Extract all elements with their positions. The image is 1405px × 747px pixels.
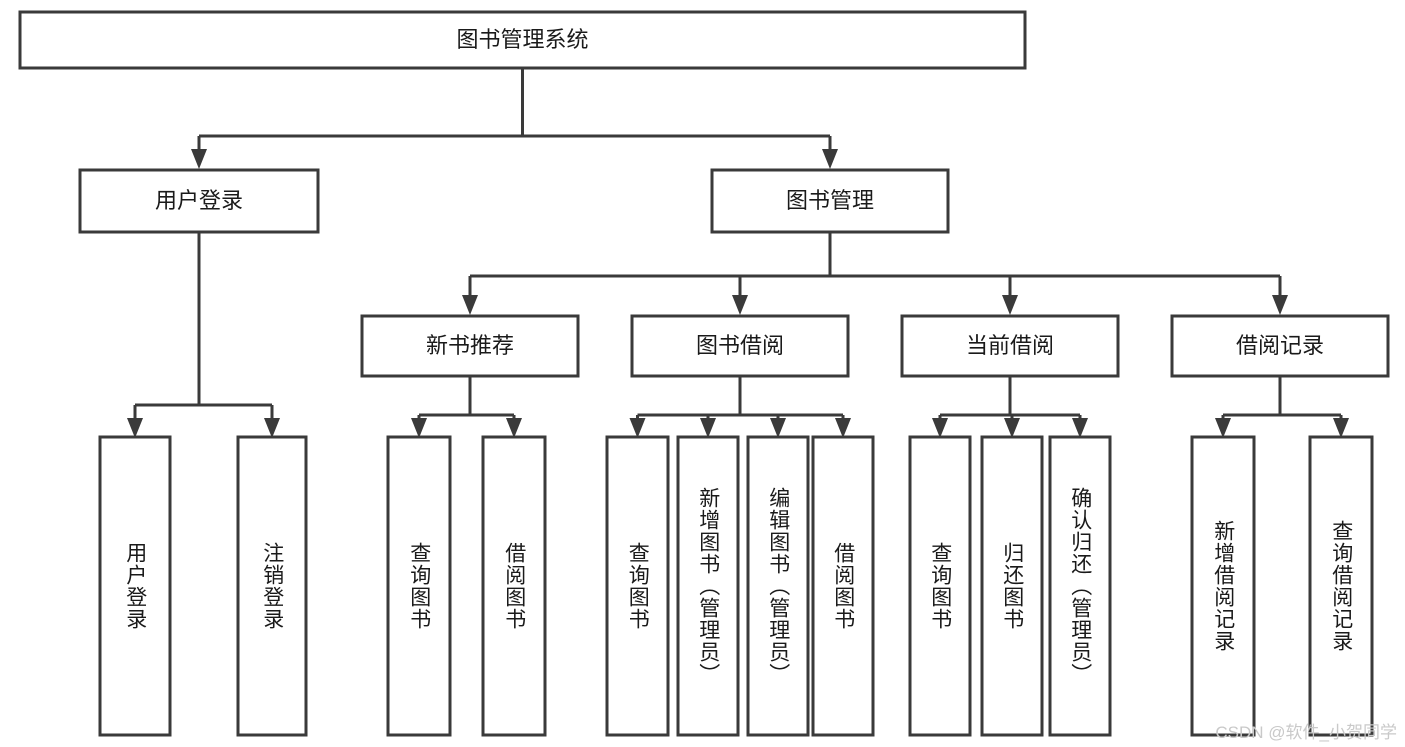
node-leaf-2-rect [386,435,452,737]
node-leaf-5-label-wrap: 新增图书（管理员） [696,487,720,685]
node-level2-1-label: 图书管理 [786,188,874,213]
arrow-head-icon [264,418,280,438]
node-leaf-4[interactable]: 查询图书 [605,435,670,737]
connector-layer [127,68,1349,438]
node-leaf-10[interactable]: 确认归还（管理员） [1048,435,1112,737]
node-leaf-7[interactable]: 借阅图书 [811,435,875,737]
node-leaf-6-label: 编辑图书（管理员） [766,487,790,685]
arrow-head-icon [732,295,748,315]
node-leaf-0-label: 用户登录 [123,542,147,630]
node-level3-3[interactable]: 借阅记录 [1170,314,1390,378]
node-leaf-6-label-wrap: 编辑图书（管理员） [766,487,790,685]
node-level2-0-rect [78,168,320,234]
node-leaf-12-rect [1308,435,1374,737]
node-layer: 图书管理系统用户登录图书管理新书推荐图书借阅当前借阅借阅记录用户登录注销登录查询… [18,10,1390,737]
node-level3-3-label: 借阅记录 [1236,333,1324,358]
arrow-head-icon [835,418,851,438]
node-leaf-12[interactable]: 查询借阅记录 [1308,435,1374,737]
node-level2-1-rect [710,168,950,234]
node-leaf-11-label-wrap: 新增借阅记录 [1211,520,1235,652]
node-leaf-8-label-wrap: 查询图书 [928,542,952,630]
arrow-head-icon [411,418,427,438]
node-leaf-10-label: 确认归还（管理员） [1068,487,1092,685]
arrow-head-icon [191,149,207,169]
node-level3-1-label: 图书借阅 [696,333,784,358]
node-leaf-4-label-wrap: 查询图书 [626,542,650,630]
node-leaf-0-rect [98,435,172,737]
node-leaf-11-rect [1190,435,1256,737]
arrow-head-icon [822,149,838,169]
arrow-head-icon [1215,418,1231,438]
node-leaf-1-label-wrap: 注销登录 [260,542,284,630]
node-leaf-0-label-wrap: 用户登录 [123,542,147,630]
node-level3-0[interactable]: 新书推荐 [360,314,580,378]
node-leaf-0[interactable]: 用户登录 [98,435,172,737]
node-leaf-11[interactable]: 新增借阅记录 [1190,435,1256,737]
node-level3-1-rect [630,314,850,378]
node-leaf-8-label: 查询图书 [928,542,952,630]
node-leaf-5-label: 新增图书（管理员） [696,487,720,685]
node-leaf-6[interactable]: 编辑图书（管理员） [746,435,810,737]
node-leaf-11-label: 新增借阅记录 [1211,520,1235,652]
node-level2-0[interactable]: 用户登录 [78,168,320,234]
arrow-head-icon [770,418,786,438]
node-level3-3-rect [1170,314,1390,378]
node-level3-0-label: 新书推荐 [426,333,514,358]
node-root[interactable]: 图书管理系统 [18,10,1027,70]
node-level2-1[interactable]: 图书管理 [710,168,950,234]
node-leaf-7-label-wrap: 借阅图书 [831,542,855,630]
node-leaf-3-label-wrap: 借阅图书 [502,542,526,630]
node-leaf-2[interactable]: 查询图书 [386,435,452,737]
arrow-head-icon [1333,418,1349,438]
arrow-head-icon [629,418,646,438]
node-leaf-7-label: 借阅图书 [831,542,855,630]
arrow-head-icon [127,418,143,438]
node-leaf-3-rect [481,435,547,737]
node-leaf-8-rect [908,435,972,737]
arrow-head-icon [1072,418,1088,438]
arrow-head-icon [506,418,522,438]
node-leaf-3[interactable]: 借阅图书 [481,435,547,737]
arrow-head-icon [700,418,716,438]
node-leaf-10-label-wrap: 确认归还（管理员） [1068,487,1092,685]
node-leaf-3-label: 借阅图书 [502,542,526,630]
node-level3-2-rect [900,314,1120,378]
node-level3-2-label: 当前借阅 [966,333,1054,358]
node-leaf-2-label: 查询图书 [407,542,431,630]
node-leaf-4-rect [605,435,670,737]
node-leaf-10-rect [1048,435,1112,737]
node-leaf-2-label-wrap: 查询图书 [407,542,431,630]
node-leaf-5[interactable]: 新增图书（管理员） [676,435,740,737]
node-root-rect [18,10,1027,70]
node-root-label: 图书管理系统 [456,27,588,52]
node-level3-0-rect [360,314,580,378]
arrow-head-icon [1002,295,1018,315]
node-level3-2[interactable]: 当前借阅 [900,314,1120,378]
node-leaf-9-label: 归还图书 [1000,542,1024,630]
node-leaf-8[interactable]: 查询图书 [908,435,972,737]
csdn-watermark: CSDN @软件_小贺同学 [1215,723,1397,742]
node-leaf-12-label: 查询借阅记录 [1329,520,1353,652]
node-leaf-5-rect [676,435,740,737]
arrow-head-icon [462,295,478,315]
node-leaf-6-rect [746,435,810,737]
node-leaf-9-rect [980,435,1044,737]
node-leaf-4-label: 查询图书 [626,542,650,630]
node-leaf-9[interactable]: 归还图书 [980,435,1044,737]
arrow-head-icon [932,418,948,438]
arrow-head-icon [1004,418,1020,438]
node-level3-1[interactable]: 图书借阅 [630,314,850,378]
node-leaf-1-rect [236,435,308,737]
node-leaf-1-label: 注销登录 [260,542,284,630]
arrow-head-icon [1272,295,1288,315]
node-leaf-9-label-wrap: 归还图书 [1000,542,1024,630]
node-leaf-7-rect [811,435,875,737]
node-level2-0-label: 用户登录 [155,188,243,213]
node-leaf-12-label-wrap: 查询借阅记录 [1329,520,1353,652]
node-leaf-1[interactable]: 注销登录 [236,435,308,737]
